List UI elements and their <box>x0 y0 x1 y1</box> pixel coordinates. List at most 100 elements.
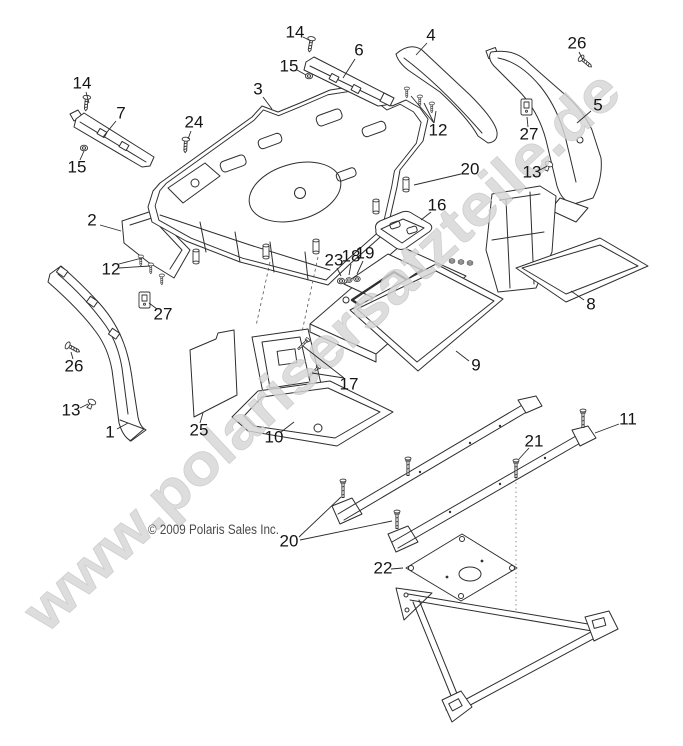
callout-leader-12 <box>118 265 151 269</box>
callout-leader-7 <box>102 120 117 138</box>
callout-label-15: 15 <box>280 56 299 75</box>
callout-leader-12 <box>433 110 437 124</box>
callout-leader-12 <box>410 95 435 124</box>
callout-label-14: 14 <box>73 73 92 92</box>
callout-label-27: 27 <box>520 124 539 143</box>
callout-leader-22 <box>390 567 404 570</box>
bed-spacer-icon <box>192 248 200 265</box>
parts-layer <box>47 46 649 723</box>
callout-leader-15 <box>79 150 85 161</box>
callout-label-7: 7 <box>116 103 125 122</box>
callout-leader-16 <box>420 211 432 221</box>
callout-label-26: 26 <box>65 356 84 375</box>
part-6-mount-rail <box>303 56 395 107</box>
callout-leader-15 <box>296 69 307 76</box>
callout-leader-9 <box>455 350 470 362</box>
callout-label-20: 20 <box>280 531 299 550</box>
callout-leader-14 <box>302 36 312 42</box>
callout-leader-5 <box>576 110 592 124</box>
nut-icon <box>466 260 474 266</box>
callout-label-23: 23 <box>325 250 344 269</box>
callout-label-4: 4 <box>426 25 435 44</box>
callout-leader-20 <box>299 520 393 541</box>
callout-label-26: 26 <box>568 33 587 52</box>
callout-label-12: 12 <box>429 120 448 139</box>
callout-leader-17 <box>311 372 345 379</box>
callout-leader-12 <box>423 102 435 124</box>
callout-leader-11 <box>594 423 620 434</box>
nut-23-icon <box>336 277 346 285</box>
part-25-shield-sheet <box>189 329 238 418</box>
part-16-pad <box>375 210 433 250</box>
callout-label-20: 20 <box>461 159 480 178</box>
callout-leader-12 <box>118 257 143 265</box>
nut-15-center-icon <box>304 72 314 80</box>
callout-label-13: 13 <box>523 162 542 181</box>
part-1-fender-flare-left <box>47 265 147 442</box>
a-frame-support <box>395 587 619 723</box>
part-7-mount-rail <box>69 109 155 168</box>
bed-spacer-icon <box>262 243 270 260</box>
callout-label-16: 16 <box>428 195 447 214</box>
callout-label-18: 18 <box>342 246 361 265</box>
copyright-text: © 2009 Polaris Sales Inc. <box>148 522 279 537</box>
part-4-trim-panel <box>395 46 498 144</box>
callout-leader-13 <box>79 403 89 409</box>
callouts-layer: 1471524314156412265271320162318198921227… <box>62 22 637 577</box>
callout-label-10: 10 <box>265 427 284 446</box>
part-11-rail-b <box>387 425 597 553</box>
assembly-guide-lines <box>255 256 517 612</box>
callout-leader-21 <box>518 447 530 460</box>
callout-leader-2 <box>99 224 122 232</box>
callout-label-12: 12 <box>102 259 121 278</box>
callout-label-24: 24 <box>185 112 204 131</box>
callout-label-21: 21 <box>525 431 544 450</box>
callout-leader-26 <box>578 51 584 61</box>
callout-label-27: 27 <box>154 304 173 323</box>
callout-leader-14 <box>85 91 90 104</box>
callout-leader-6 <box>342 58 356 79</box>
callout-leader-8 <box>570 290 585 301</box>
callout-leader-20 <box>298 496 342 538</box>
callout-label-15: 15 <box>68 157 87 176</box>
callout-leader-20 <box>413 173 462 186</box>
callout-label-17: 17 <box>340 374 359 393</box>
callout-leader-17 <box>302 345 345 379</box>
part-22-plate <box>405 533 518 602</box>
callout-leader-1 <box>116 422 129 430</box>
callout-label-2: 2 <box>87 210 96 229</box>
callout-leader-26 <box>70 351 74 360</box>
bed-spacer-icon <box>372 198 380 215</box>
callout-label-13: 13 <box>62 400 81 419</box>
callout-leader-19 <box>356 260 364 275</box>
callout-label-11: 11 <box>619 409 637 428</box>
callout-label-1: 1 <box>105 422 114 441</box>
callout-label-19: 19 <box>356 243 375 262</box>
bed-spacer-icon <box>312 238 320 255</box>
callout-label-9: 9 <box>471 355 480 374</box>
callout-leader-10 <box>280 421 295 433</box>
callout-leader-27 <box>526 116 529 128</box>
callout-label-5: 5 <box>593 95 602 114</box>
spacer-20-icon <box>402 176 410 193</box>
callout-leader-4 <box>415 42 428 56</box>
part-3-cargo-box <box>147 85 429 286</box>
callout-leader-23 <box>336 267 342 277</box>
callout-leader-18 <box>348 263 352 276</box>
callout-label-6: 6 <box>354 40 363 59</box>
nut-15-left-icon <box>79 144 89 152</box>
callout-leader-24 <box>187 130 192 140</box>
callout-label-22: 22 <box>374 558 393 577</box>
part-8-support-mat <box>485 185 649 303</box>
callout-leader-27 <box>148 302 158 310</box>
callout-leader-13 <box>539 165 548 171</box>
clip-27-left-icon <box>138 291 151 309</box>
callout-label-14: 14 <box>286 22 305 41</box>
part-11-rail-a <box>331 395 543 525</box>
callout-label-8: 8 <box>586 294 595 313</box>
callout-label-3: 3 <box>253 79 262 98</box>
callout-label-25: 25 <box>190 420 209 439</box>
part-9-mat <box>349 263 504 372</box>
